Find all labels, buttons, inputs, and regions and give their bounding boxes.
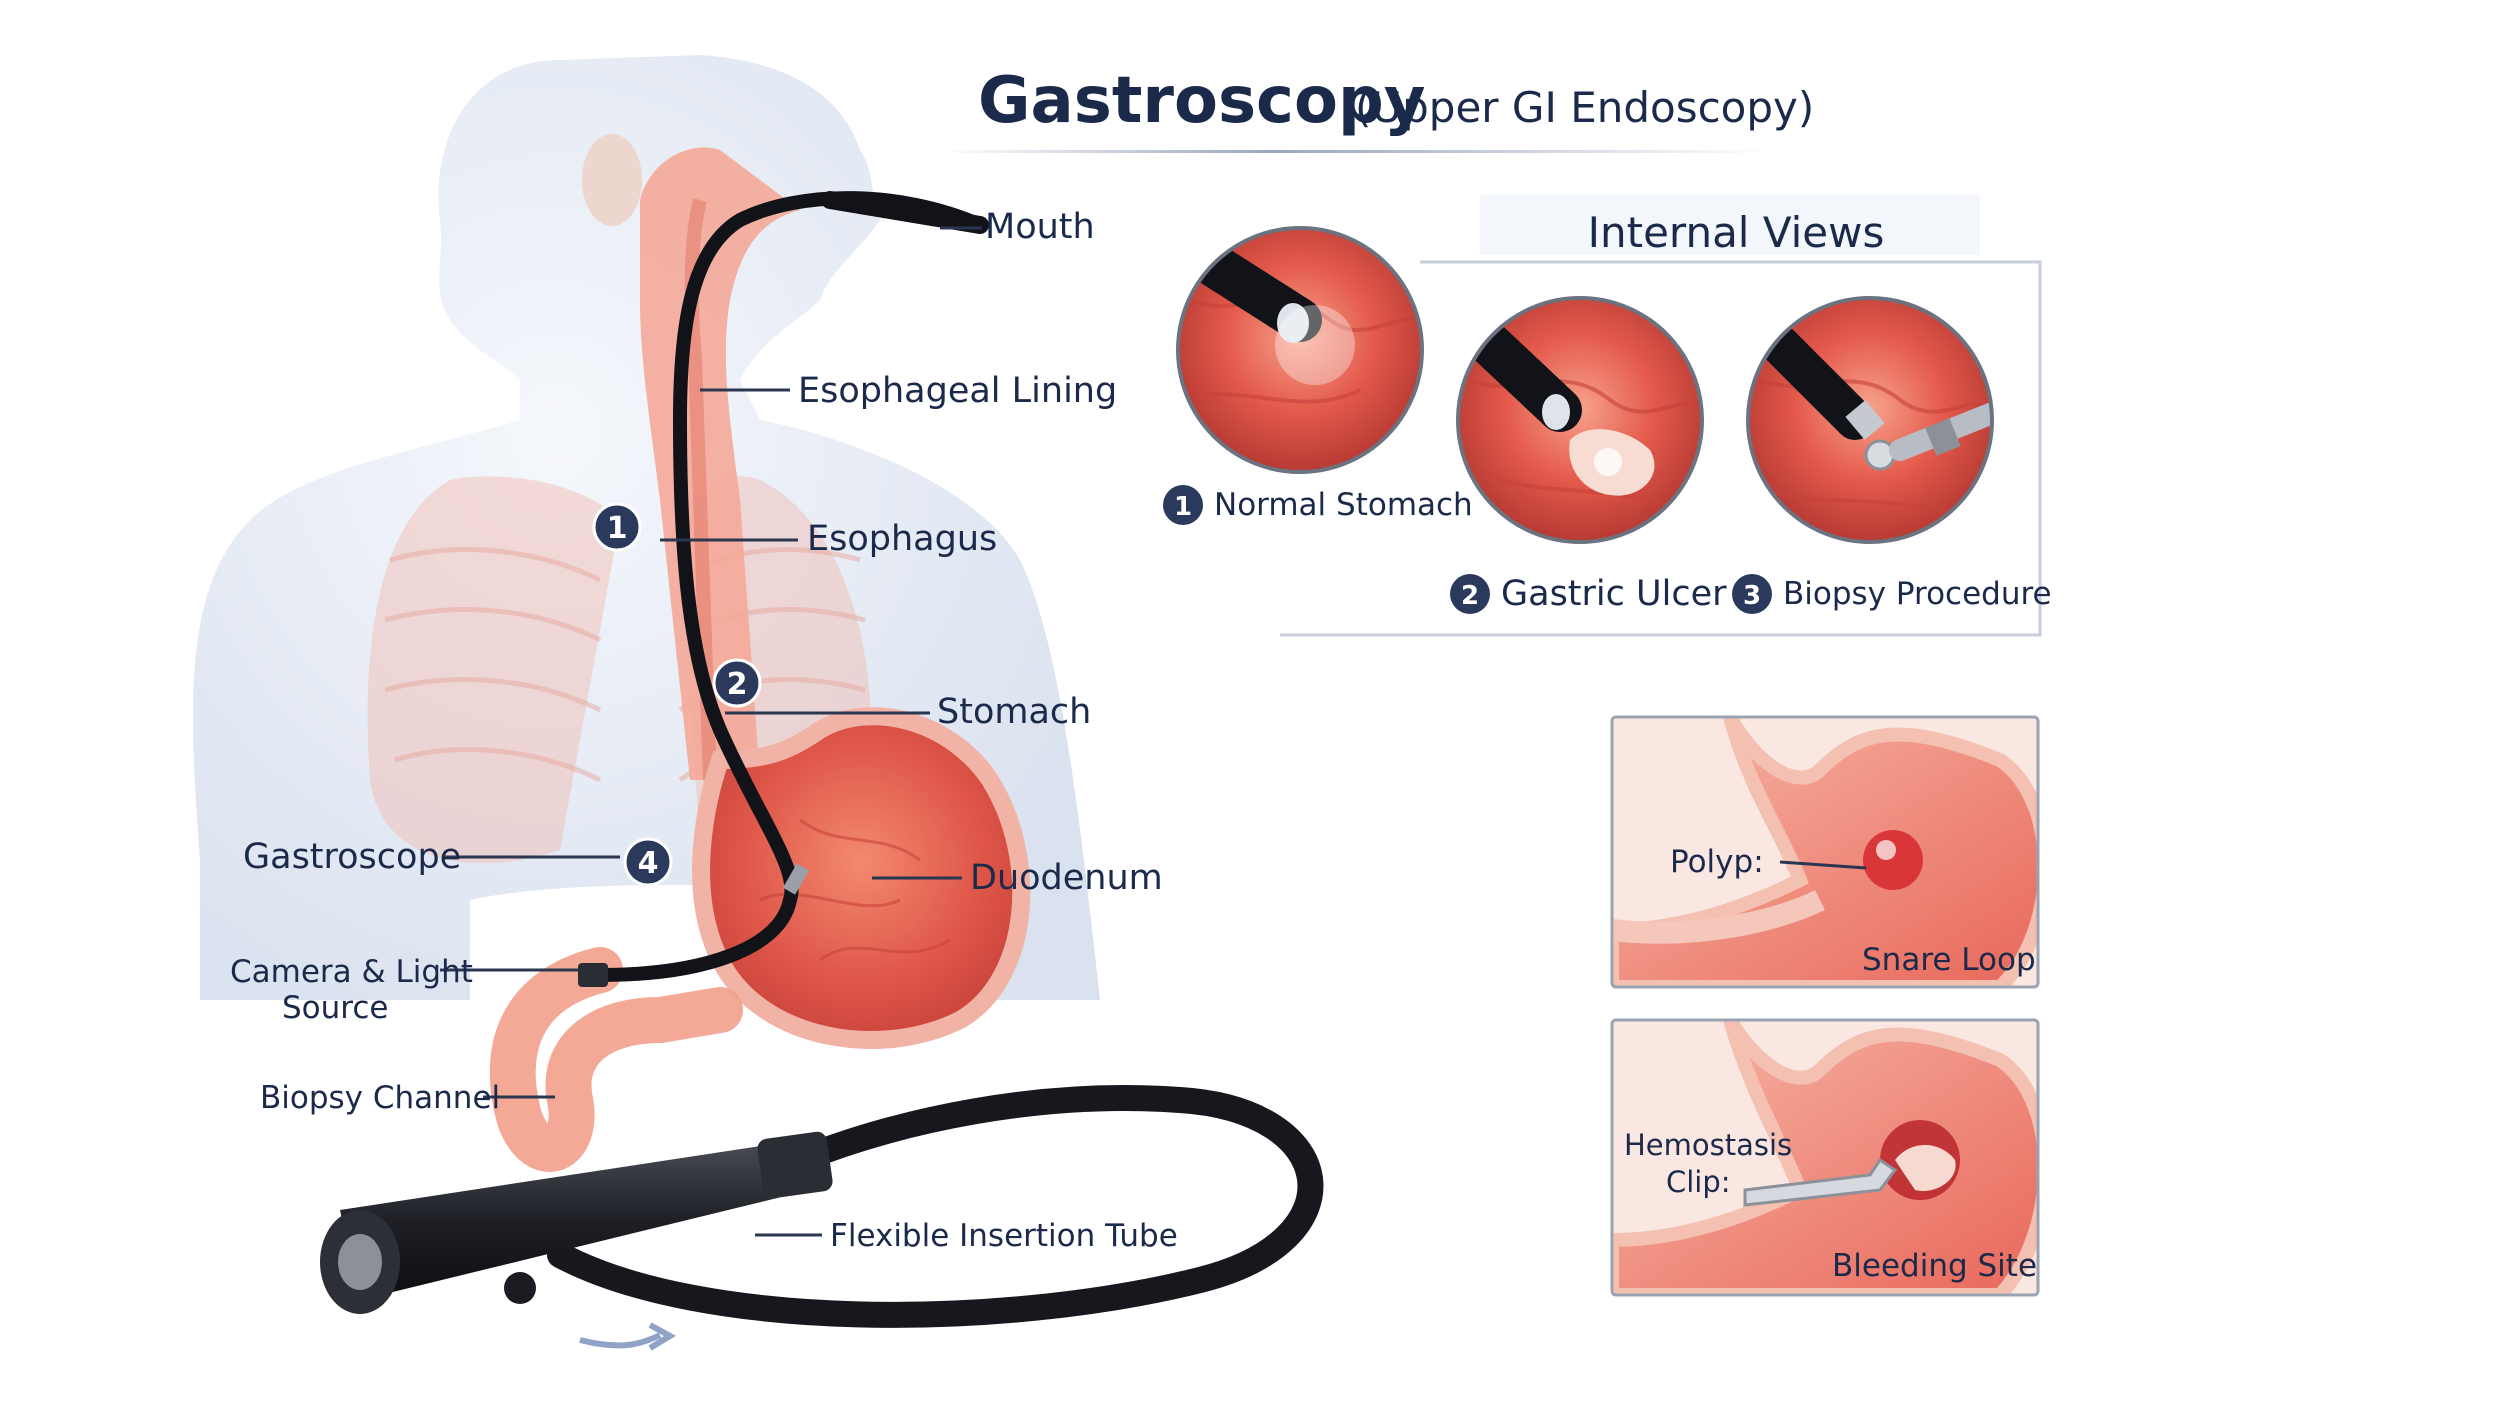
snare-loop-label: Snare Loop (1862, 942, 2036, 978)
label-esophageal-lining: Esophageal Lining (798, 371, 1117, 411)
view-normal-stomach (1176, 226, 1424, 474)
marker-2: 2 (727, 667, 748, 702)
hemostasis-label-line2: Clip: (1666, 1165, 1731, 1199)
view-1-label: Normal Stomach (1214, 487, 1473, 523)
hemostasis-panel: Hemostasis Clip: Bleeding Site (1610, 1018, 2040, 1297)
label-esophagus: Esophagus (807, 519, 997, 559)
gastroscope-tube (578, 191, 989, 987)
marker-1: 1 (607, 511, 628, 546)
internal-views-heading: Internal Views (1588, 208, 1885, 257)
view-biopsy-procedure (1746, 296, 1994, 544)
stomach-shape (489, 707, 1031, 1172)
label-flexible-insertion-tube: Flexible Insertion Tube (830, 1218, 1178, 1254)
label-camera-light-line2: Source (282, 990, 388, 1026)
polyp-panel: Polyp: Snare Loop (1610, 715, 2040, 989)
bleeding-site-label: Bleeding Site (1832, 1248, 2037, 1284)
view-2-label: Gastric Ulcer (1501, 574, 1727, 614)
internal-views-panel: Internal Views (1163, 195, 2052, 637)
gastroscope-handle (320, 1085, 1324, 1351)
polyp-label: Polyp: (1670, 844, 1764, 880)
title-main: Gastroscopy (978, 64, 1425, 138)
label-biopsy-channel: Biopsy Channel (260, 1080, 500, 1116)
label-stomach: Stomach (937, 692, 1091, 732)
label-camera-light-line1: Camera & Light (230, 954, 473, 990)
hemostasis-label-line1: Hemostasis (1624, 1128, 1792, 1162)
label-mouth: Mouth (985, 207, 1095, 247)
view-3-number: 3 (1743, 581, 1761, 611)
view-gastric-ulcer (1456, 296, 1704, 544)
anatomy-labels: Mouth Esophageal Lining Esophagus Stomac… (230, 207, 1178, 1254)
label-duodenum: Duodenum (970, 858, 1163, 898)
marker-4: 4 (638, 846, 659, 881)
view-1-number: 1 (1174, 492, 1192, 522)
view-3-label: Biopsy Procedure (1783, 576, 2052, 612)
title-block: Gastroscopy (Upper GI Endoscopy) (940, 64, 1814, 153)
label-gastroscope: Gastroscope (243, 837, 461, 877)
body-markers: 1 2 4 (592, 502, 762, 887)
title-subtitle: (Upper GI Endoscopy) (1355, 83, 1814, 132)
title-underline (940, 150, 1770, 153)
view-2-number: 2 (1461, 581, 1479, 611)
